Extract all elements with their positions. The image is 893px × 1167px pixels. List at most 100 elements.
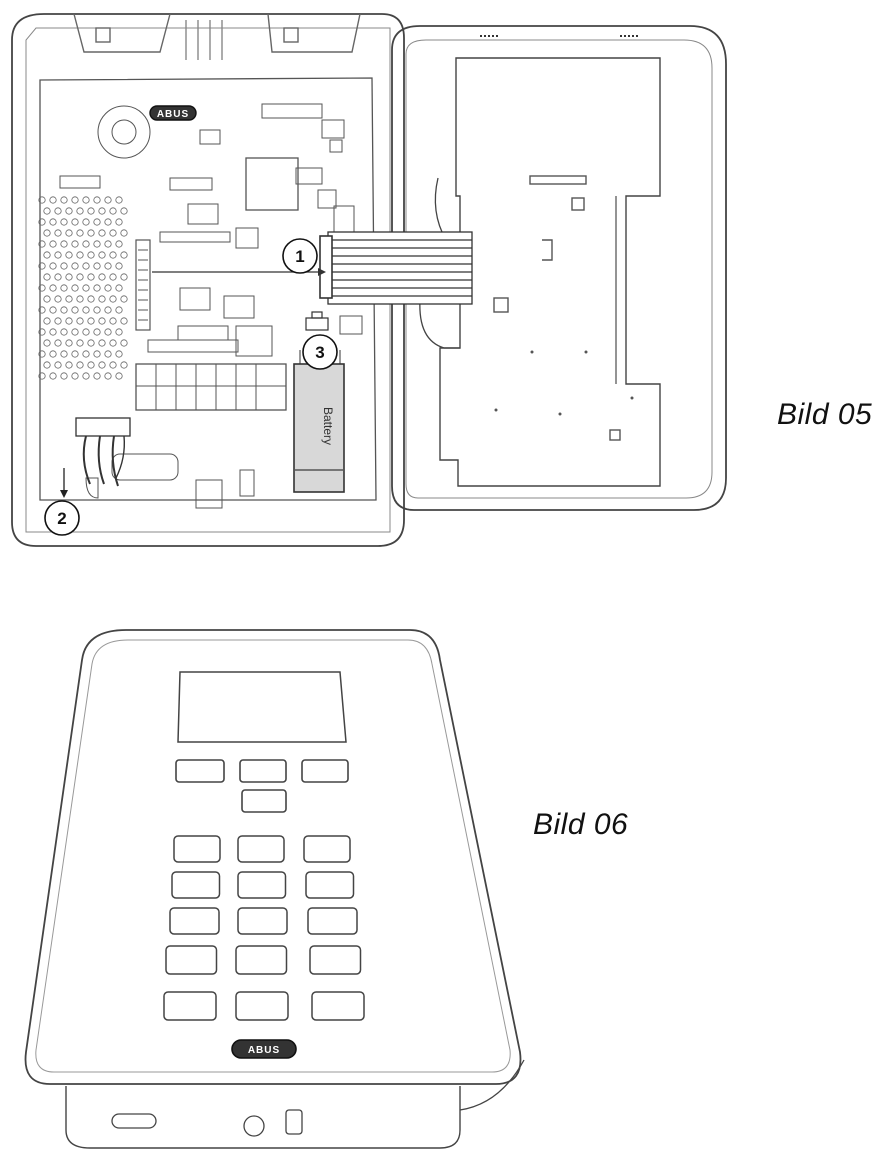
speaker-hole [82,196,90,204]
speaker-hole [60,284,68,292]
speaker-hole [71,372,79,380]
speaker-hole [71,328,79,336]
speaker-hole [104,218,112,226]
keypad-key [237,871,287,899]
callout-2-label: 2 [57,509,66,528]
speaker-hole [49,218,57,226]
speaker-hole [109,207,117,215]
speaker-hole [76,251,84,259]
keypad-key [235,991,289,1021]
pointer-arrowhead-1 [318,268,326,276]
speaker-hole [87,317,95,325]
speaker-hole [60,306,68,314]
callout-1-label: 1 [295,247,304,266]
speaker-hole [82,328,90,336]
speaker-hole [87,295,95,303]
speaker-hole [82,218,90,226]
speaker-hole [87,229,95,237]
keypad-key [237,835,285,863]
speaker-hole [49,262,57,270]
speaker-hole [71,284,79,292]
speaker-hole [43,317,51,325]
speaker-hole [43,207,51,215]
speaker-hole [60,240,68,248]
figure-05-caption: Bild 05 [777,398,873,431]
figure-06: ABUS [24,629,525,1149]
speaker-hole [76,229,84,237]
speaker-hole [65,273,73,281]
keypad-key [309,945,362,975]
bottom-clip [285,1109,303,1135]
display-window [177,671,347,743]
speaker-hole [104,196,112,204]
speaker-hole [115,284,123,292]
speaker-hole [54,317,62,325]
wall-plate [65,1086,461,1149]
speaker-hole [109,273,117,281]
speaker-hole [104,372,112,380]
speaker-hole [115,240,123,248]
speaker-hole [115,306,123,314]
speaker-hole [120,207,128,215]
callout-1: 1 [282,238,318,274]
speaker-hole [104,240,112,248]
speaker-hole [71,262,79,270]
speaker-hole [82,240,90,248]
keypad-key [237,907,288,935]
speaker-hole [93,350,101,358]
speaker-hole [87,273,95,281]
keypad-key [169,907,220,935]
keypad-key [307,907,358,935]
speaker-hole [98,339,106,347]
speaker-hole [49,306,57,314]
speaker-hole [60,328,68,336]
speaker-hole [93,262,101,270]
speaker-hole [71,218,79,226]
speaker-hole [109,339,117,347]
keypad-key [171,871,221,899]
speaker-hole [87,251,95,259]
figure-05: ABUS Battery [11,13,727,547]
speaker-hole [76,339,84,347]
battery-connector [299,311,341,364]
speaker-hole [54,251,62,259]
figure-06-caption: Bild 06 [533,808,629,841]
speaker-hole [104,350,112,358]
speaker-hole [115,372,123,380]
speaker-hole [82,350,90,358]
function-key-down [241,789,287,813]
speaker-hole [71,196,79,204]
speaker-hole [120,295,128,303]
bottom-screw [243,1115,265,1137]
speaker-hole [93,306,101,314]
speaker-hole [49,372,57,380]
speaker-hole [120,339,128,347]
speaker-hole [60,218,68,226]
speaker-hole [93,284,101,292]
speaker-hole [65,229,73,237]
speaker-hole [93,196,101,204]
speaker-hole [54,339,62,347]
speaker-hole [109,295,117,303]
speaker-hole [87,207,95,215]
keypad-key [235,945,288,975]
speaker-hole [82,306,90,314]
speaker-hole [54,229,62,237]
callout-3-label: 3 [315,343,324,362]
keypad-key [303,835,351,863]
speaker-hole [54,207,62,215]
speaker-hole [120,251,128,259]
ribbon-cable [319,231,473,305]
speaker-hole [98,295,106,303]
speaker-hole [38,218,46,226]
abus-logo-closed [231,1039,297,1059]
speaker-hole [93,372,101,380]
speaker-hole [76,273,84,281]
speaker-hole [71,240,79,248]
function-key-right [301,759,349,783]
front-cover [24,629,522,1085]
speaker-hole [109,251,117,259]
speaker-hole [109,317,117,325]
rear-housing [11,13,405,547]
